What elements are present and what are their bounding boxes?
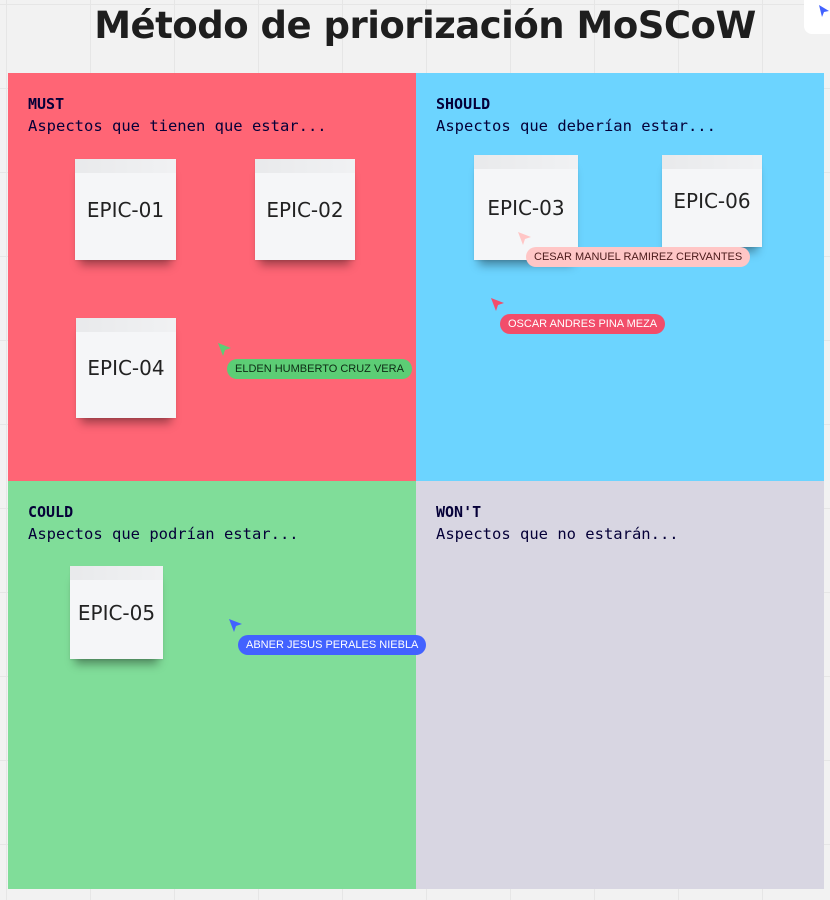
sticky-note-epic-03[interactable]: EPIC-03 [474,155,578,260]
collaborator-label-abner: ABNER JESUS PERALES NIEBLA [238,635,427,655]
board-title: Método de priorización MoSCoW [94,4,756,47]
quadrant-wont-description: Aspectos que no estarán... [436,525,679,543]
sticky-note-epic-06[interactable]: EPIC-06 [662,155,762,247]
quadrant-could[interactable]: COULD Aspectos que podrían estar... [8,481,416,889]
collaborator-label-oscar: OSCAR ANDRES PINA MEZA [500,314,666,334]
collaborator-label-elden: ELDEN HUMBERTO CRUZ VERA [227,359,412,379]
arrow-cursor-icon [218,343,231,356]
arrow-cursor-icon [491,298,504,311]
quadrant-could-title: COULD [28,503,74,521]
collaborator-label-cesar: CESAR MANUEL RAMIREZ CERVANTES [526,247,751,267]
sticky-note-epic-04[interactable]: EPIC-04 [76,318,176,418]
arrow-cursor-icon [518,232,531,245]
sticky-note-epic-02[interactable]: EPIC-02 [255,159,355,260]
quadrant-wont[interactable]: WON'T Aspectos que no estarán... [416,481,824,889]
quadrant-should-description: Aspectos que deberían estar... [436,117,716,135]
arrow-cursor-icon [819,5,829,17]
quadrant-wont-title: WON'T [436,503,482,521]
quadrant-should[interactable]: SHOULD Aspectos que deberían estar... [416,73,824,481]
arrow-cursor-icon [229,619,242,632]
sticky-note-epic-01[interactable]: EPIC-01 [75,159,176,260]
quadrant-must[interactable]: MUST Aspectos que tienen que estar... [8,73,416,481]
quadrant-should-title: SHOULD [436,95,491,113]
quadrant-must-description: Aspectos que tienen que estar... [28,117,327,135]
moscow-board: MUST Aspectos que tienen que estar... SH… [8,73,824,889]
quadrant-must-title: MUST [28,95,65,113]
sticky-note-epic-05[interactable]: EPIC-05 [70,566,163,659]
quadrant-could-description: Aspectos que podrían estar... [28,525,299,543]
corner-cursor-tool[interactable] [804,0,830,34]
